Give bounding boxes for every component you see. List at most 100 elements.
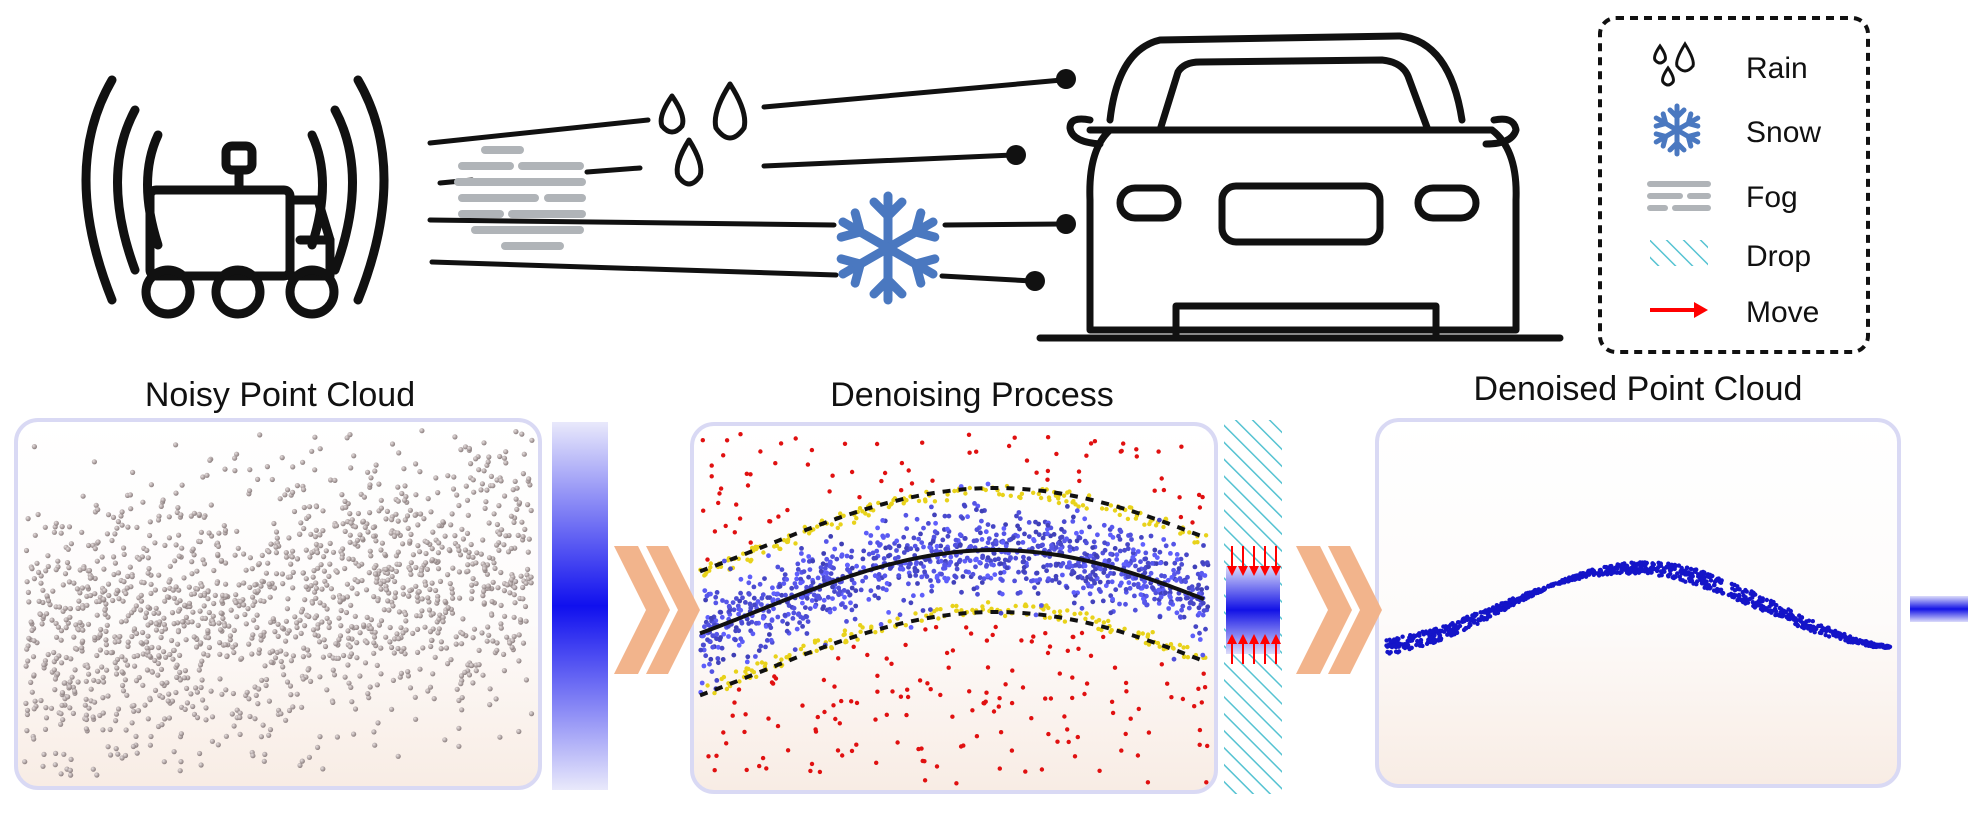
noisy-point <box>222 527 229 533</box>
noisy-point <box>450 565 456 571</box>
noise-point <box>889 661 894 666</box>
noisy-point <box>331 672 338 678</box>
noise-point <box>1076 469 1082 474</box>
noisy-point <box>430 611 436 617</box>
noisy-point <box>66 565 72 571</box>
signal-point <box>759 602 764 607</box>
noisy-point <box>416 589 422 595</box>
noisy-point <box>313 585 319 591</box>
noisy-point <box>173 442 179 448</box>
noise-point <box>1010 668 1015 673</box>
noisy-point <box>132 663 138 669</box>
noisy-point <box>234 614 240 620</box>
signal-point <box>718 609 724 615</box>
noisy-point <box>514 485 520 491</box>
noisy-point <box>423 582 429 588</box>
signal-point <box>793 584 799 590</box>
noisy-point <box>260 722 266 728</box>
noisy-point <box>314 550 321 556</box>
boundary-point <box>743 669 748 674</box>
noisy-point <box>352 613 358 619</box>
noisy-point <box>272 629 278 635</box>
noisy-point <box>160 497 166 503</box>
signal-point <box>714 636 719 642</box>
noisy-point <box>194 568 200 574</box>
noisy-point <box>303 584 309 590</box>
noisy-point <box>378 586 384 592</box>
noisy-point <box>466 672 473 678</box>
noisy-point <box>517 617 524 623</box>
noisy-point <box>190 546 196 552</box>
noisy-point <box>428 637 435 644</box>
noisy-point <box>392 594 398 601</box>
noise-point <box>836 656 841 661</box>
signal-point <box>1064 536 1069 542</box>
signal-point <box>1105 573 1111 579</box>
noisy-point <box>258 583 264 589</box>
noisy-point <box>234 528 240 534</box>
noisy-point <box>483 499 489 505</box>
noisy-point <box>65 694 71 700</box>
noise-point <box>730 713 735 718</box>
signal-point <box>866 551 872 557</box>
signal-point <box>801 569 807 574</box>
noisy-point <box>311 568 317 574</box>
denoised-point <box>1768 601 1774 606</box>
signal-point <box>1087 591 1093 597</box>
signal-point <box>760 592 766 598</box>
noisy-point <box>328 586 334 592</box>
noisy-point <box>53 567 59 573</box>
signal-point <box>1001 526 1007 531</box>
noisy-point <box>339 492 345 498</box>
signal-point <box>962 503 968 509</box>
denoised-point <box>1708 572 1713 578</box>
signal-point <box>897 612 903 618</box>
noise-point <box>1146 730 1152 735</box>
noisy-point <box>432 654 438 660</box>
noisy-point <box>438 639 444 645</box>
boundary-point <box>1080 503 1086 508</box>
boundary-point <box>952 488 957 494</box>
noisy-point <box>43 568 49 574</box>
noisy-point <box>345 628 351 634</box>
noisy-point <box>415 543 421 549</box>
noisy-point <box>363 587 370 593</box>
noisy-point <box>113 746 119 752</box>
signal-point <box>836 592 842 598</box>
noise-point <box>1045 435 1051 440</box>
noisy-point <box>231 649 237 656</box>
noisy-point <box>147 742 153 748</box>
noisy-point <box>102 588 108 594</box>
legend-label-snow: Snow <box>1746 116 1821 149</box>
noisy-point <box>239 655 245 661</box>
noisy-point <box>294 624 300 631</box>
noisy-point <box>114 665 120 671</box>
signal-point <box>1186 605 1192 611</box>
boundary-point <box>779 657 784 662</box>
noise-point <box>1161 487 1167 493</box>
noise-point <box>745 483 751 488</box>
signal-point <box>934 548 939 554</box>
noisy-point <box>354 591 360 597</box>
noise-point <box>1202 685 1208 690</box>
noise-point <box>835 748 841 753</box>
signal-point <box>713 600 719 606</box>
noisy-point <box>186 600 193 606</box>
noisy-point <box>405 669 411 675</box>
signal-point <box>922 569 927 575</box>
signal-point <box>1142 600 1147 606</box>
boundary-point <box>1125 516 1131 522</box>
signal-point <box>851 580 857 586</box>
noisy-point <box>249 651 255 657</box>
noisy-point <box>290 569 296 576</box>
noise-point <box>970 708 975 713</box>
signal-point <box>951 580 957 585</box>
noisy-point <box>364 640 370 646</box>
signal-point <box>1158 594 1164 600</box>
noisy-point <box>279 455 285 461</box>
signal-point <box>1204 585 1210 591</box>
noisy-point <box>491 560 497 566</box>
noisy-point <box>140 682 146 688</box>
signal-point <box>727 607 733 613</box>
signal-point <box>710 644 716 650</box>
